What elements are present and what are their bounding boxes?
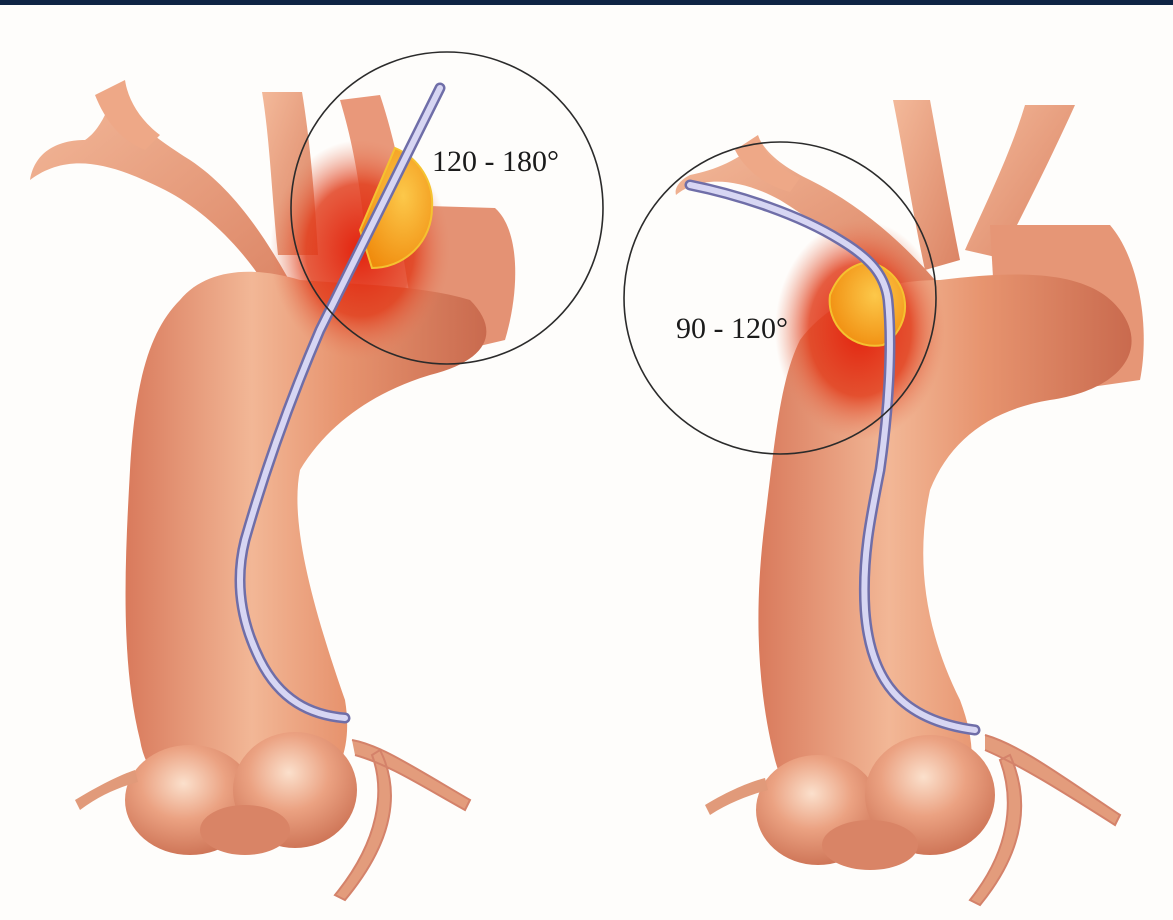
left-sinus-bulb-3 bbox=[200, 805, 290, 855]
right-aorta-panel: 90 - 120° bbox=[624, 100, 1144, 905]
left-aorta-panel: 120 - 180° bbox=[30, 52, 603, 900]
right-sinus-bulb-3 bbox=[822, 820, 918, 870]
left-brachiocephalic-branch bbox=[30, 90, 300, 300]
right-angle-label: 90 - 120° bbox=[676, 312, 788, 345]
right-coronary-right bbox=[970, 735, 1120, 905]
left-coronary-right bbox=[335, 740, 470, 900]
left-angle-label: 120 - 180° bbox=[432, 145, 559, 178]
